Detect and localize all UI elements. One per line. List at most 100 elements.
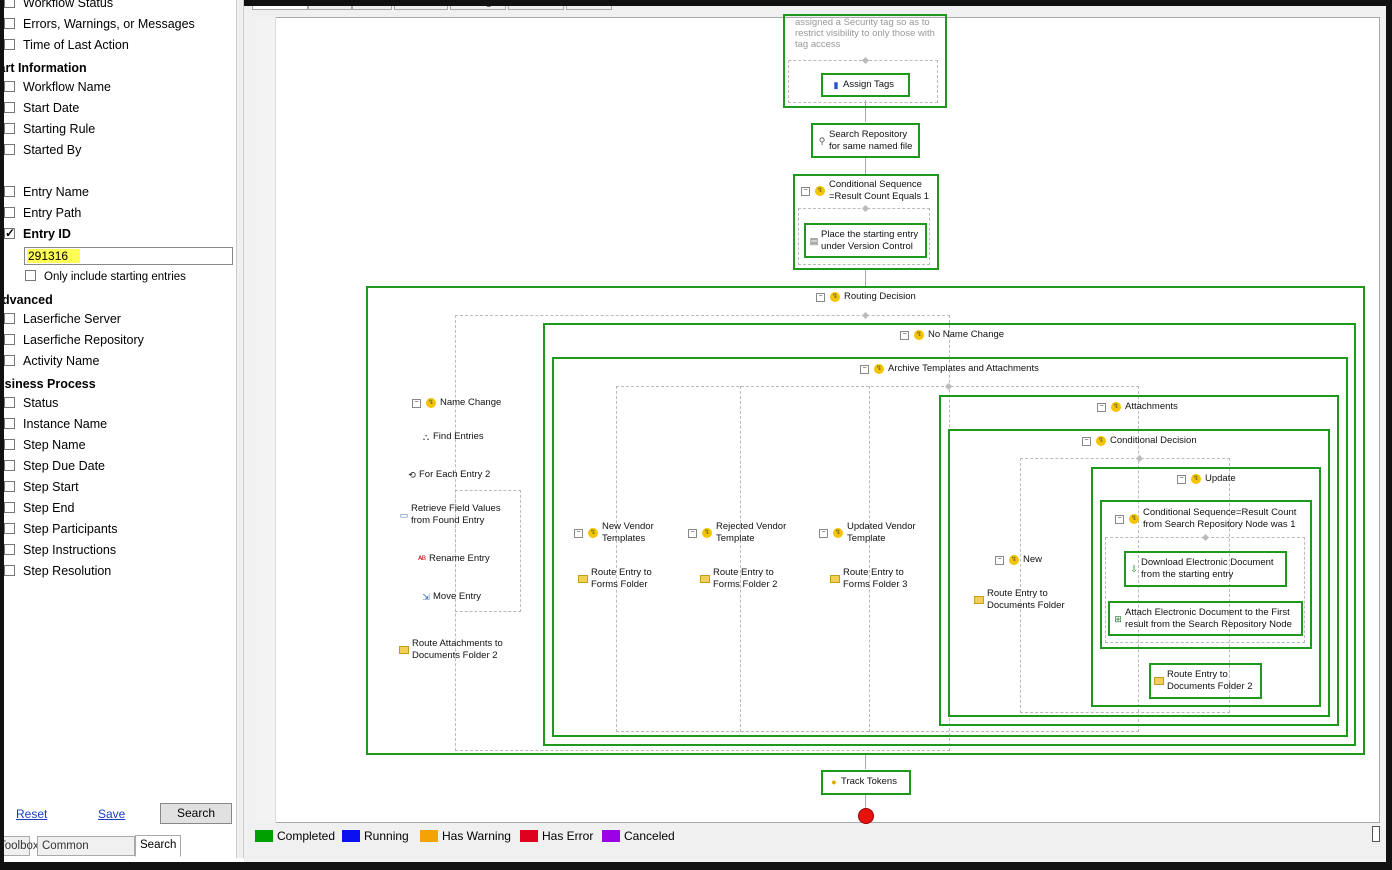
checkbox[interactable] — [4, 0, 15, 9]
route-forms-3-label[interactable]: Route Entry to Forms Folder 3 — [830, 567, 915, 591]
filter-entry-path[interactable]: Entry Path — [4, 204, 81, 222]
filter-status[interactable]: Status — [4, 394, 58, 412]
route-forms-1-label[interactable]: Route Entry to Forms Folder — [578, 567, 658, 591]
filter-step-instructions[interactable]: Step Instructions — [4, 541, 116, 559]
checkbox[interactable] — [4, 544, 15, 556]
filter-entry-name[interactable]: Entry Name — [4, 183, 89, 201]
workflow-canvas[interactable] — [256, 17, 1380, 823]
filter-starting-rule[interactable]: Starting Rule — [4, 120, 95, 138]
attach-document-label[interactable]: ⊞Attach Electronic Document to the First… — [1113, 607, 1303, 631]
route-attachments-label[interactable]: Route Attachments to Documents Folder 2 — [399, 638, 514, 662]
filter-started-by[interactable]: Started By — [4, 141, 81, 159]
entry-id-input[interactable]: 291316 — [24, 247, 233, 265]
conditional-sequence-2-label[interactable]: −↯Conditional Sequence=Result Count from… — [1115, 507, 1305, 531]
checkbox[interactable] — [4, 481, 15, 493]
collapse-icon[interactable]: − — [1177, 474, 1186, 484]
scroll-right-button[interactable] — [1372, 826, 1380, 842]
for-each-label[interactable]: ⟲For Each Entry 2 — [407, 469, 490, 482]
name-change-label[interactable]: −↯Name Change — [412, 397, 501, 410]
conditional-decision-box[interactable] — [948, 429, 1330, 717]
filter-step-resolution[interactable]: Step Resolution — [4, 562, 111, 580]
checkbox[interactable] — [4, 313, 15, 325]
conditional-sequence-box[interactable] — [793, 174, 939, 270]
collapse-icon[interactable]: − — [816, 292, 825, 302]
security-sequence-box[interactable] — [783, 14, 947, 108]
checkbox[interactable] — [4, 144, 15, 156]
collapse-icon[interactable]: − — [995, 555, 1004, 565]
update-box[interactable] — [1091, 467, 1321, 707]
assign-tags-label[interactable]: ▮Assign Tags — [831, 79, 895, 92]
checkbox[interactable] — [4, 186, 15, 198]
filter-laserfiche-repository[interactable]: Laserfiche Repository — [4, 331, 144, 349]
route-docs-2-label[interactable]: Route Entry to Documents Folder 2 — [1154, 669, 1259, 693]
checkbox[interactable] — [4, 334, 15, 346]
filter-activity-name[interactable]: Activity Name — [4, 352, 99, 370]
filter-errors-warnings-or-messages[interactable]: Errors, Warnings, or Messages — [4, 15, 195, 33]
filter-step-participants[interactable]: Step Participants — [4, 520, 118, 538]
attach-document-activity[interactable] — [1108, 601, 1303, 636]
updated-vendor-label[interactable]: −↯Updated Vendor Template — [819, 521, 919, 545]
checkbox[interactable] — [4, 123, 15, 135]
collapse-icon[interactable]: − — [819, 528, 828, 538]
filter-step-start[interactable]: Step Start — [4, 478, 79, 496]
checkbox[interactable] — [4, 418, 15, 430]
collapse-icon[interactable]: − — [1082, 436, 1091, 446]
collapse-icon[interactable]: − — [574, 528, 583, 538]
find-entries-label[interactable]: ⛬Find Entries — [421, 431, 484, 444]
filter-workflow-status[interactable]: Workflow Status — [4, 0, 113, 12]
filter-workflow-name[interactable]: Workflow Name — [4, 78, 111, 96]
bottom-tab-toolbox[interactable]: Toolbox — [4, 836, 39, 856]
checkbox[interactable] — [4, 523, 15, 535]
checkbox[interactable] — [4, 439, 15, 451]
track-tokens-label[interactable]: ●Track Tokens — [829, 776, 897, 789]
version-control-label[interactable]: ▤Place the starting entry under Version … — [809, 229, 924, 253]
attachments-label[interactable]: −↯Attachments — [1097, 401, 1178, 414]
search-button[interactable]: Search — [160, 803, 232, 824]
archive-templates-box[interactable] — [552, 357, 1348, 737]
checkbox[interactable] — [4, 355, 15, 367]
version-control-activity[interactable] — [804, 223, 927, 258]
checkbox[interactable] — [4, 502, 15, 514]
checkbox[interactable] — [4, 102, 15, 114]
route-docs-2-activity[interactable] — [1149, 663, 1262, 699]
new-vendor-label[interactable]: −↯New Vendor Templates — [574, 521, 659, 545]
rejected-vendor-label[interactable]: −↯Rejected Vendor Template — [688, 521, 788, 545]
filter-start-date[interactable]: Start Date — [4, 99, 79, 117]
conditional-sequence-2-box[interactable] — [1100, 500, 1312, 649]
assign-tags-activity[interactable] — [821, 73, 910, 97]
route-forms-2-label[interactable]: Route Entry to Forms Folder 2 — [700, 567, 785, 591]
search-repository-label[interactable]: ⚲Search Repository for same named file — [817, 129, 917, 153]
collapse-icon[interactable]: − — [1115, 514, 1124, 524]
filter-step-end[interactable]: Step End — [4, 499, 74, 517]
route-docs-label[interactable]: Route Entry to Documents Folder — [974, 588, 1074, 612]
update-branch-label[interactable]: −↯Update — [1177, 473, 1236, 486]
attachments-box[interactable] — [939, 395, 1339, 726]
download-document-activity[interactable] — [1124, 551, 1287, 587]
filter-time-of-last-action[interactable]: Time of Last Action — [4, 36, 129, 54]
pane-splitter[interactable] — [236, 0, 244, 858]
checkbox[interactable] — [4, 460, 15, 472]
filter-entry-id[interactable]: Entry ID — [4, 224, 71, 243]
download-document-label[interactable]: ⇩Download Electronic Document from the s… — [1129, 557, 1284, 581]
save-link[interactable]: Save — [98, 807, 126, 821]
collapse-icon[interactable]: − — [1097, 402, 1106, 412]
new-branch-label[interactable]: −↯New — [995, 554, 1042, 567]
reset-link[interactable]: Reset — [16, 807, 48, 821]
search-repository-activity[interactable] — [811, 123, 920, 158]
conditional-decision-label[interactable]: −↯Conditional Decision — [1082, 435, 1197, 448]
collapse-icon[interactable]: − — [688, 528, 697, 538]
checkbox[interactable] — [4, 565, 15, 577]
checkbox[interactable] — [4, 207, 15, 219]
filter-step-due-date[interactable]: Step Due Date — [4, 457, 105, 475]
checkbox[interactable] — [4, 39, 15, 51]
conditional-sequence-label[interactable]: −↯Conditional Sequence =Result Count Equ… — [801, 179, 936, 203]
no-name-change-box[interactable] — [543, 323, 1356, 746]
checkbox[interactable] — [4, 18, 15, 30]
only-starting-entries-option[interactable]: Only include starting entries — [25, 268, 186, 286]
checkbox[interactable] — [4, 397, 15, 409]
collapse-icon[interactable]: − — [801, 186, 810, 196]
collapse-icon[interactable]: − — [412, 398, 421, 408]
routing-decision-label[interactable]: −↯Routing Decision — [816, 291, 916, 304]
checkbox[interactable] — [4, 224, 15, 242]
